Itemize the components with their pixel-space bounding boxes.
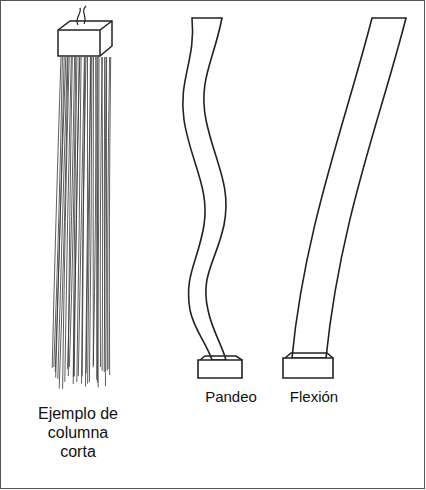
- bending-column: [283, 18, 406, 378]
- fiber-bundle: [52, 57, 110, 389]
- fiber-line: [109, 57, 110, 375]
- fiber-line: [97, 57, 99, 383]
- fiber-line: [89, 57, 92, 382]
- figure-label: Flexión: [274, 388, 354, 406]
- buckling-column: [183, 18, 242, 378]
- fiber-line: [104, 57, 105, 386]
- fiber-line: [73, 57, 79, 384]
- fiber-line: [82, 57, 87, 384]
- fiber-line: [78, 57, 84, 376]
- column-cap: [58, 6, 112, 56]
- fiber-line: [100, 57, 102, 367]
- fiber-line: [93, 57, 96, 367]
- caption-text: Ejemplo de columna corta: [28, 404, 128, 462]
- fiber-line: [104, 57, 106, 372]
- fiber-line: [82, 57, 85, 376]
- fiber-line: [54, 57, 63, 367]
- fiber-line: [97, 57, 99, 387]
- figure-label: Pandeo: [191, 388, 271, 406]
